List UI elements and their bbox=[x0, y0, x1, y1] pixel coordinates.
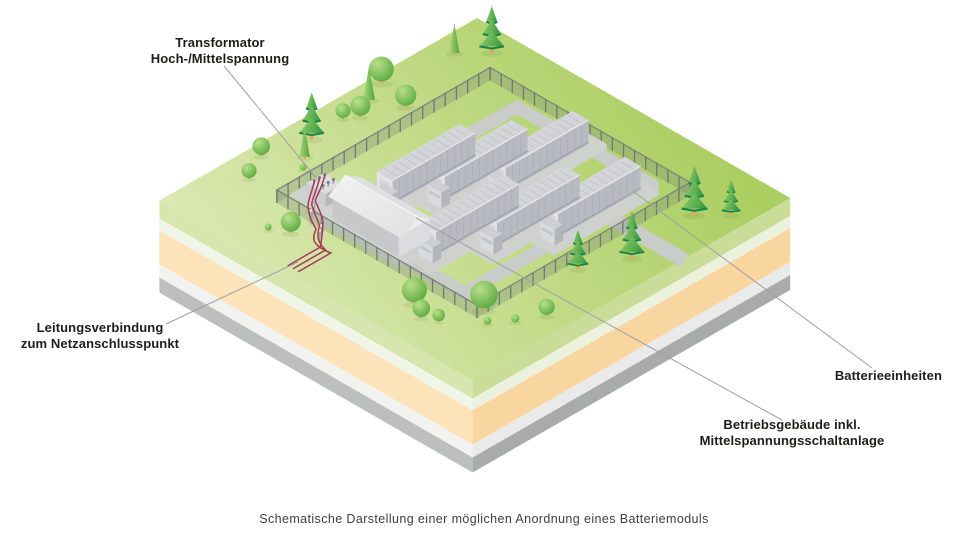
label-betriebsgebaeude-line1: Betriebsgebäude inkl. bbox=[723, 417, 861, 432]
label-batterieeinheiten-text: Batterieeinheiten bbox=[834, 368, 942, 383]
power-wire bbox=[297, 180, 333, 273]
label-transformator: Transformator Hoch-/Mittelspannung bbox=[100, 35, 340, 68]
tree-round bbox=[470, 280, 498, 315]
tree-pop bbox=[445, 23, 463, 57]
leader-line bbox=[223, 65, 319, 181]
inverter-cabinet bbox=[540, 216, 564, 246]
tree-round bbox=[412, 299, 431, 322]
leader-line bbox=[165, 261, 299, 325]
figure-caption: Schematische Darstellung einer möglichen… bbox=[259, 512, 709, 526]
tree-fir bbox=[721, 179, 741, 219]
tree-fir bbox=[479, 6, 505, 57]
tree-round bbox=[350, 95, 371, 121]
callout-leader-lines bbox=[165, 65, 873, 421]
tree-round bbox=[280, 211, 301, 237]
inverter-cabinet bbox=[427, 179, 450, 209]
vegetation bbox=[241, 6, 741, 327]
tree-bush bbox=[297, 163, 309, 173]
power-wire bbox=[292, 177, 327, 270]
tree-round bbox=[335, 103, 351, 123]
label-transformator-line1: Transformator bbox=[175, 35, 265, 50]
tree-fir bbox=[681, 166, 708, 220]
label-leitungsverbindung: Leitungsverbindung zum Netzanschlusspunk… bbox=[0, 320, 200, 353]
label-transformator-line2: Hoch-/Mittelspannung bbox=[150, 51, 290, 67]
ground-plinth bbox=[159, 198, 791, 473]
label-batterieeinheiten: Batterieeinheiten bbox=[780, 368, 942, 384]
label-betriebsgebaeude-line2: Mittelspannungsschaltanlage bbox=[699, 433, 885, 449]
leader-line bbox=[633, 191, 873, 369]
tree-round bbox=[241, 163, 257, 183]
tree-fir bbox=[619, 211, 645, 263]
perimeter-fence-back bbox=[276, 66, 691, 203]
tree-bush bbox=[262, 223, 274, 233]
tree-round bbox=[395, 84, 417, 111]
tree-bush bbox=[508, 314, 522, 326]
label-leitungsverbindung-line1: Leitungsverbindung bbox=[36, 320, 164, 335]
label-betriebsgebaeude: Betriebsgebäude inkl. Mittelspannungssch… bbox=[676, 417, 908, 450]
inverter-cabinet bbox=[479, 225, 503, 255]
tree-fir bbox=[567, 229, 589, 273]
tree-fir bbox=[299, 92, 325, 144]
tree-round bbox=[432, 308, 446, 325]
fence-side bbox=[276, 66, 491, 203]
tree-round bbox=[252, 137, 270, 160]
tree-round bbox=[538, 298, 555, 320]
power-wire bbox=[287, 174, 326, 267]
tree-bush bbox=[481, 316, 494, 327]
tree-pop bbox=[295, 126, 314, 161]
tree-round bbox=[368, 56, 394, 88]
operations-building bbox=[328, 174, 435, 257]
grid-connection-lines bbox=[287, 174, 333, 273]
leader-line bbox=[415, 217, 783, 421]
label-leitungsverbindung-line2: zum Netzanschlusspunkt bbox=[20, 336, 180, 352]
